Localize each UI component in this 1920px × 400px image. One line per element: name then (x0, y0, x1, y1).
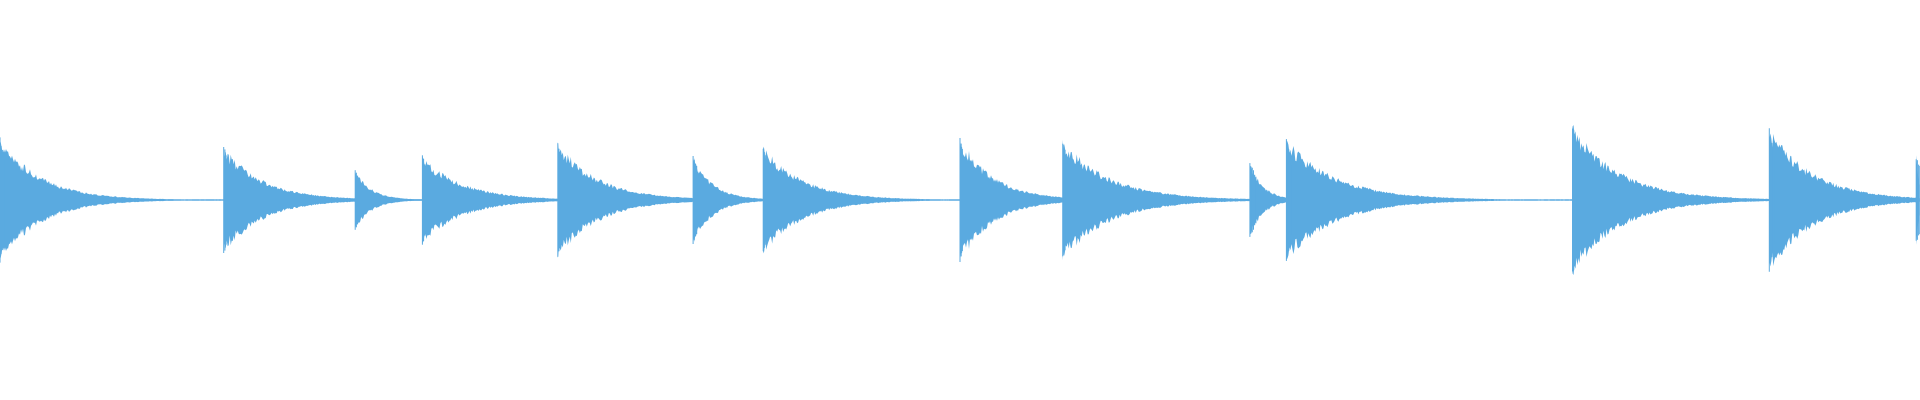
waveform-transient (1572, 125, 1883, 275)
waveform-transient (1062, 139, 1373, 261)
waveform-transient (1915, 155, 1920, 245)
waveform-transient (557, 141, 849, 259)
waveform-envelope (1769, 133, 1920, 267)
waveform-transient (1285, 139, 1606, 261)
waveform-envelope (763, 146, 1032, 254)
waveform-envelope (422, 156, 691, 244)
waveform-envelope (0, 139, 268, 261)
waveform-transient (0, 137, 291, 263)
waveform-residual (1918, 199, 1920, 201)
waveform-transient (1768, 128, 1920, 272)
waveform-envelope (557, 141, 826, 259)
waveform-envelope (1062, 139, 1351, 261)
waveform-transient (421, 155, 714, 245)
waveform-envelope (1286, 140, 1584, 260)
waveform-envelope (1572, 125, 1861, 275)
waveform-transient (762, 146, 1054, 254)
